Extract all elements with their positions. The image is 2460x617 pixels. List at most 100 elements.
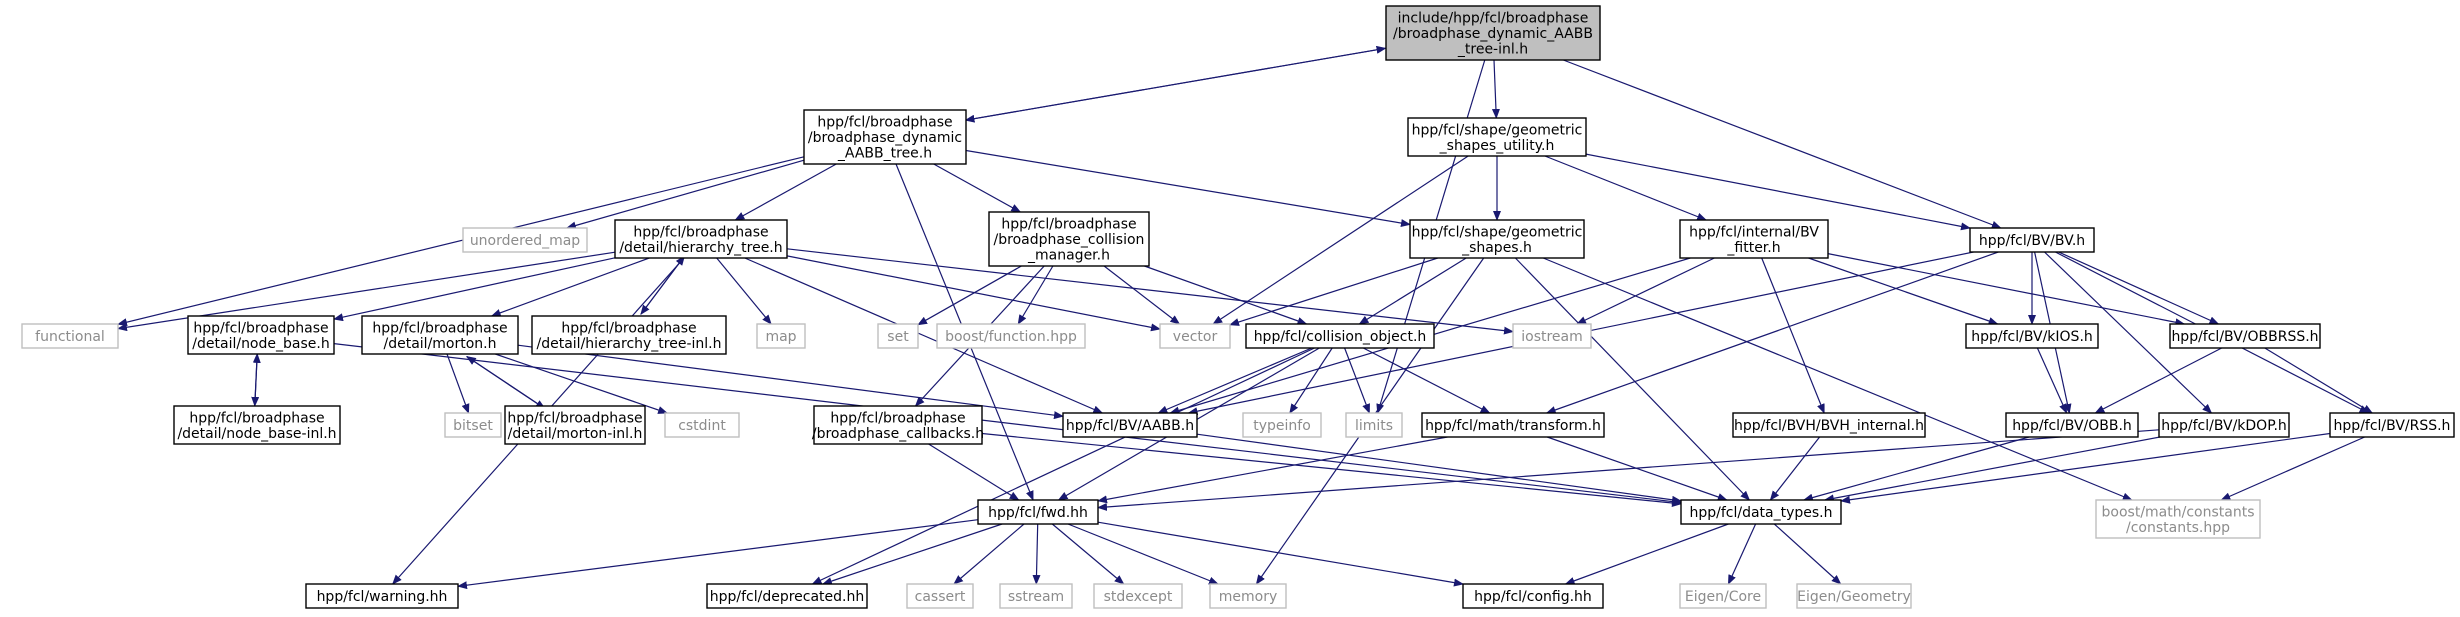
edge-arrow (457, 519, 979, 590)
edge-hier-to-vector (786, 255, 1161, 332)
node-aabb[interactable]: hpp/fcl/BV/AABB.h (1062, 412, 1198, 438)
edge-fwd-to-cassert (953, 523, 1025, 585)
node-box (1407, 117, 1587, 157)
node-label-line: /broadphase_collision (994, 232, 1145, 248)
node-boostfn: boost/function.hpp (936, 323, 1086, 349)
node-typeinfo: typeinfo (1242, 412, 1322, 438)
node-box (1421, 412, 1605, 438)
edge-arrow (917, 265, 1022, 326)
edge-arrow (252, 352, 261, 406)
edge-arrow (953, 523, 1025, 585)
node-warning[interactable]: hpp/fcl/warning.hh (305, 583, 459, 609)
node-box (1679, 219, 1829, 259)
node-label-line: hpp/fcl/fwd.hh (988, 505, 1088, 521)
edge-arrow (1491, 59, 1500, 119)
node-label-line: vector (1173, 329, 1218, 345)
edge-geom-to-vector (1229, 257, 1438, 326)
node-label-line: hpp/fcl/broadphase (193, 320, 328, 336)
node-colmgr[interactable]: hpp/fcl/broadphase/broadphase_collision_… (988, 211, 1150, 267)
node-nodebase[interactable]: hpp/fcl/broadphase/detail/node_base.h (187, 315, 335, 355)
node-obbrss[interactable]: hpp/fcl/BV/OBBRSS.h (2169, 323, 2321, 349)
edge-kios-to-obb (2036, 347, 2068, 414)
node-box (444, 412, 502, 438)
edge-tree-to-colmgr (933, 163, 1022, 213)
edge-arrow (495, 353, 669, 414)
edge-arrow (1840, 432, 2331, 504)
edge-arrow (1289, 347, 1333, 414)
edge-arrow (517, 344, 1064, 420)
node-label-line: map (765, 329, 796, 345)
edge-tree-to-functional (117, 156, 805, 327)
node-kios[interactable]: hpp/fcl/BV/kIOS.h (1965, 323, 2099, 349)
node-deprecated[interactable]: hpp/fcl/deprecated.hh (706, 583, 868, 609)
node-label-line: hpp/fcl/broadphase (1001, 217, 1136, 233)
node-label-line: hpp/fcl/broadphase (633, 224, 768, 240)
edge-bvfitter-to-obbrss (1827, 253, 2186, 327)
edge-arrow (1212, 155, 1469, 325)
node-bvfitter[interactable]: hpp/fcl/internal/BV_fitter.h (1679, 219, 1829, 259)
node-label-line: cstdint (678, 418, 726, 434)
node-label-line: /broadphase_dynamic_AABB (1393, 26, 1593, 42)
node-label-line: hpp/fcl/BV/kDOP.h (2161, 418, 2287, 434)
node-box (21, 323, 119, 349)
node-box (906, 583, 974, 609)
edge-callbacks-to-fwd (928, 443, 1020, 501)
edge-morton-to-aabb (517, 344, 1064, 420)
edge-arrow (1017, 265, 1054, 325)
edge-arrow (640, 255, 685, 315)
node-box (187, 315, 335, 355)
node-cstdint: cstdint (664, 412, 740, 438)
edge-arrow (1144, 265, 1308, 325)
node-box (1462, 583, 1604, 609)
edge-root-to-geomutil (1491, 59, 1500, 119)
node-bvh[interactable]: hpp/fcl/BV/BV.h (1969, 227, 2095, 253)
node-label-line: _manager.h (1027, 248, 1110, 264)
edge-colmgr-to-boostfn (1017, 265, 1054, 325)
node-config[interactable]: hpp/fcl/config.hh (1462, 583, 1604, 609)
node-callbacks[interactable]: hpp/fcl/broadphase/broadphase_callbacks.… (812, 405, 984, 445)
node-nodebaseinl[interactable]: hpp/fcl/broadphase/detail/node_base-inl.… (173, 405, 341, 445)
edge-root-to-bvh (1563, 59, 2002, 229)
edge-bvfitter-to-kios (1808, 257, 1999, 325)
node-tree[interactable]: hpp/fcl/broadphase/broadphase_dynamic_AA… (803, 109, 967, 165)
edge-fwd-to-deprecated (821, 523, 1003, 585)
node-rss[interactable]: hpp/fcl/BV/RSS.h (2329, 412, 2455, 438)
edge-arrow (1097, 521, 1464, 587)
edge-arrow (2220, 436, 2365, 501)
edge-arrow (1727, 523, 1757, 585)
node-root[interactable]: include/hpp/fcl/broadphase/broadphase_dy… (1385, 5, 1601, 61)
edge-arrow (1067, 523, 1219, 585)
node-bvhint[interactable]: hpp/fcl/BVH/BVH_internal.h (1732, 412, 1926, 438)
node-label-line: hpp/fcl/BV/OBBRSS.h (2171, 329, 2318, 345)
node-transform[interactable]: hpp/fcl/math/transform.h (1421, 412, 1605, 438)
edge-arrow (490, 257, 650, 317)
node-label-line: boost/math/constants (2102, 504, 2255, 520)
edge-arrow (1157, 347, 1312, 414)
node-label-line: hpp/fcl/BV/BV.h (1979, 233, 2085, 249)
node-kdop[interactable]: hpp/fcl/BV/kDOP.h (2158, 412, 2290, 438)
node-morton[interactable]: hpp/fcl/broadphase/detail/morton.h (361, 315, 519, 355)
node-datatypes[interactable]: hpp/fcl/data_types.h (1680, 499, 1842, 525)
edge-datatypes-to-eigengeom (1773, 523, 1842, 585)
node-geomutil[interactable]: hpp/fcl/shape/geometric_shapes_utility.h (1407, 117, 1587, 157)
node-box (1093, 583, 1183, 609)
node-label-line: iostream (1521, 329, 1583, 345)
edge-nodebase-to-datatypes (333, 343, 1682, 506)
node-colobj[interactable]: hpp/fcl/collision_object.h (1245, 323, 1435, 349)
node-box (614, 219, 788, 259)
node-geom[interactable]: hpp/fcl/shape/geometric_shapes.h (1409, 219, 1585, 259)
node-label-line: hpp/fcl/broadphase (817, 115, 952, 131)
node-fwd[interactable]: hpp/fcl/fwd.hh (977, 499, 1099, 525)
edge-arrow (786, 248, 1514, 335)
node-hierinl[interactable]: hpp/fcl/broadphase/detail/hierarchy_tree… (531, 315, 727, 355)
edge-nodebaseinl-to-nodebase (252, 352, 261, 406)
node-mortoninl[interactable]: hpp/fcl/broadphase/detail/morton-inl.h (504, 405, 646, 445)
node-box (1965, 323, 2099, 349)
node-label-line: limits (1355, 418, 1393, 434)
node-hier[interactable]: hpp/fcl/broadphase/detail/hierarchy_tree… (614, 219, 788, 259)
node-obb[interactable]: hpp/fcl/BV/OBB.h (2005, 412, 2139, 438)
edge-datatypes-to-config (1564, 523, 1729, 585)
edge-arrow (2094, 347, 2222, 414)
edge-arrow (1545, 251, 1999, 414)
node-label-line: functional (35, 329, 105, 345)
